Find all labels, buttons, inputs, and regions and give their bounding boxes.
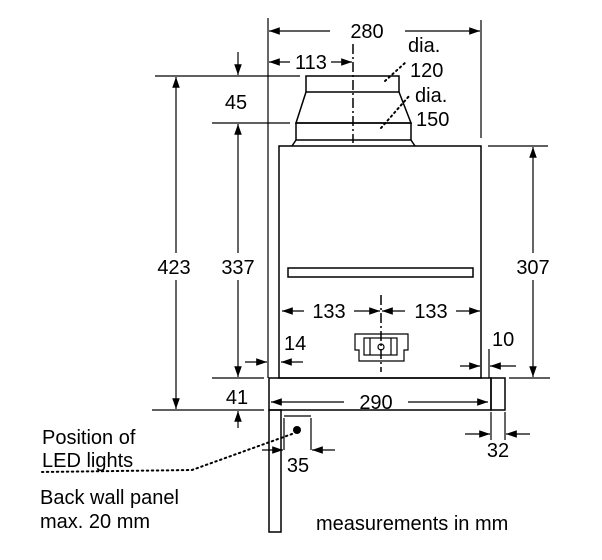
- dim-423: 423: [157, 257, 190, 279]
- front-handle: [490, 377, 506, 411]
- dim-280: 280: [350, 21, 383, 43]
- rail: [287, 267, 474, 278]
- units-note: measurements in mm: [316, 513, 508, 535]
- dim-290: 290: [359, 392, 392, 414]
- panel-label-line1: Back wall panel: [40, 487, 179, 509]
- hood-body: [278, 145, 482, 379]
- panel-label-line2: max. 20 mm: [40, 511, 150, 533]
- dia-label-2: dia.: [415, 85, 447, 107]
- dim-14: 14: [284, 333, 306, 355]
- dim-307: 307: [516, 257, 549, 279]
- dim-113: 113: [295, 52, 327, 74]
- dim-133-right: 133: [414, 301, 447, 323]
- back-wall-panel: [268, 409, 282, 533]
- dia-label-1: dia.: [408, 35, 440, 57]
- dim-dia-120: 120: [410, 60, 443, 82]
- led-light-marker: [293, 426, 301, 434]
- dim-dia-150: 150: [416, 109, 449, 131]
- dim-35: 35: [287, 455, 309, 477]
- led-label-line2: LED lights: [42, 450, 133, 472]
- dim-45: 45: [225, 92, 247, 114]
- dim-337: 337: [221, 257, 254, 279]
- dim-10: 10: [492, 329, 514, 351]
- dim-41: 41: [226, 387, 248, 409]
- dim-133-left: 133: [312, 301, 345, 323]
- dim-32: 32: [487, 440, 509, 462]
- led-label-line1: Position of: [42, 427, 136, 449]
